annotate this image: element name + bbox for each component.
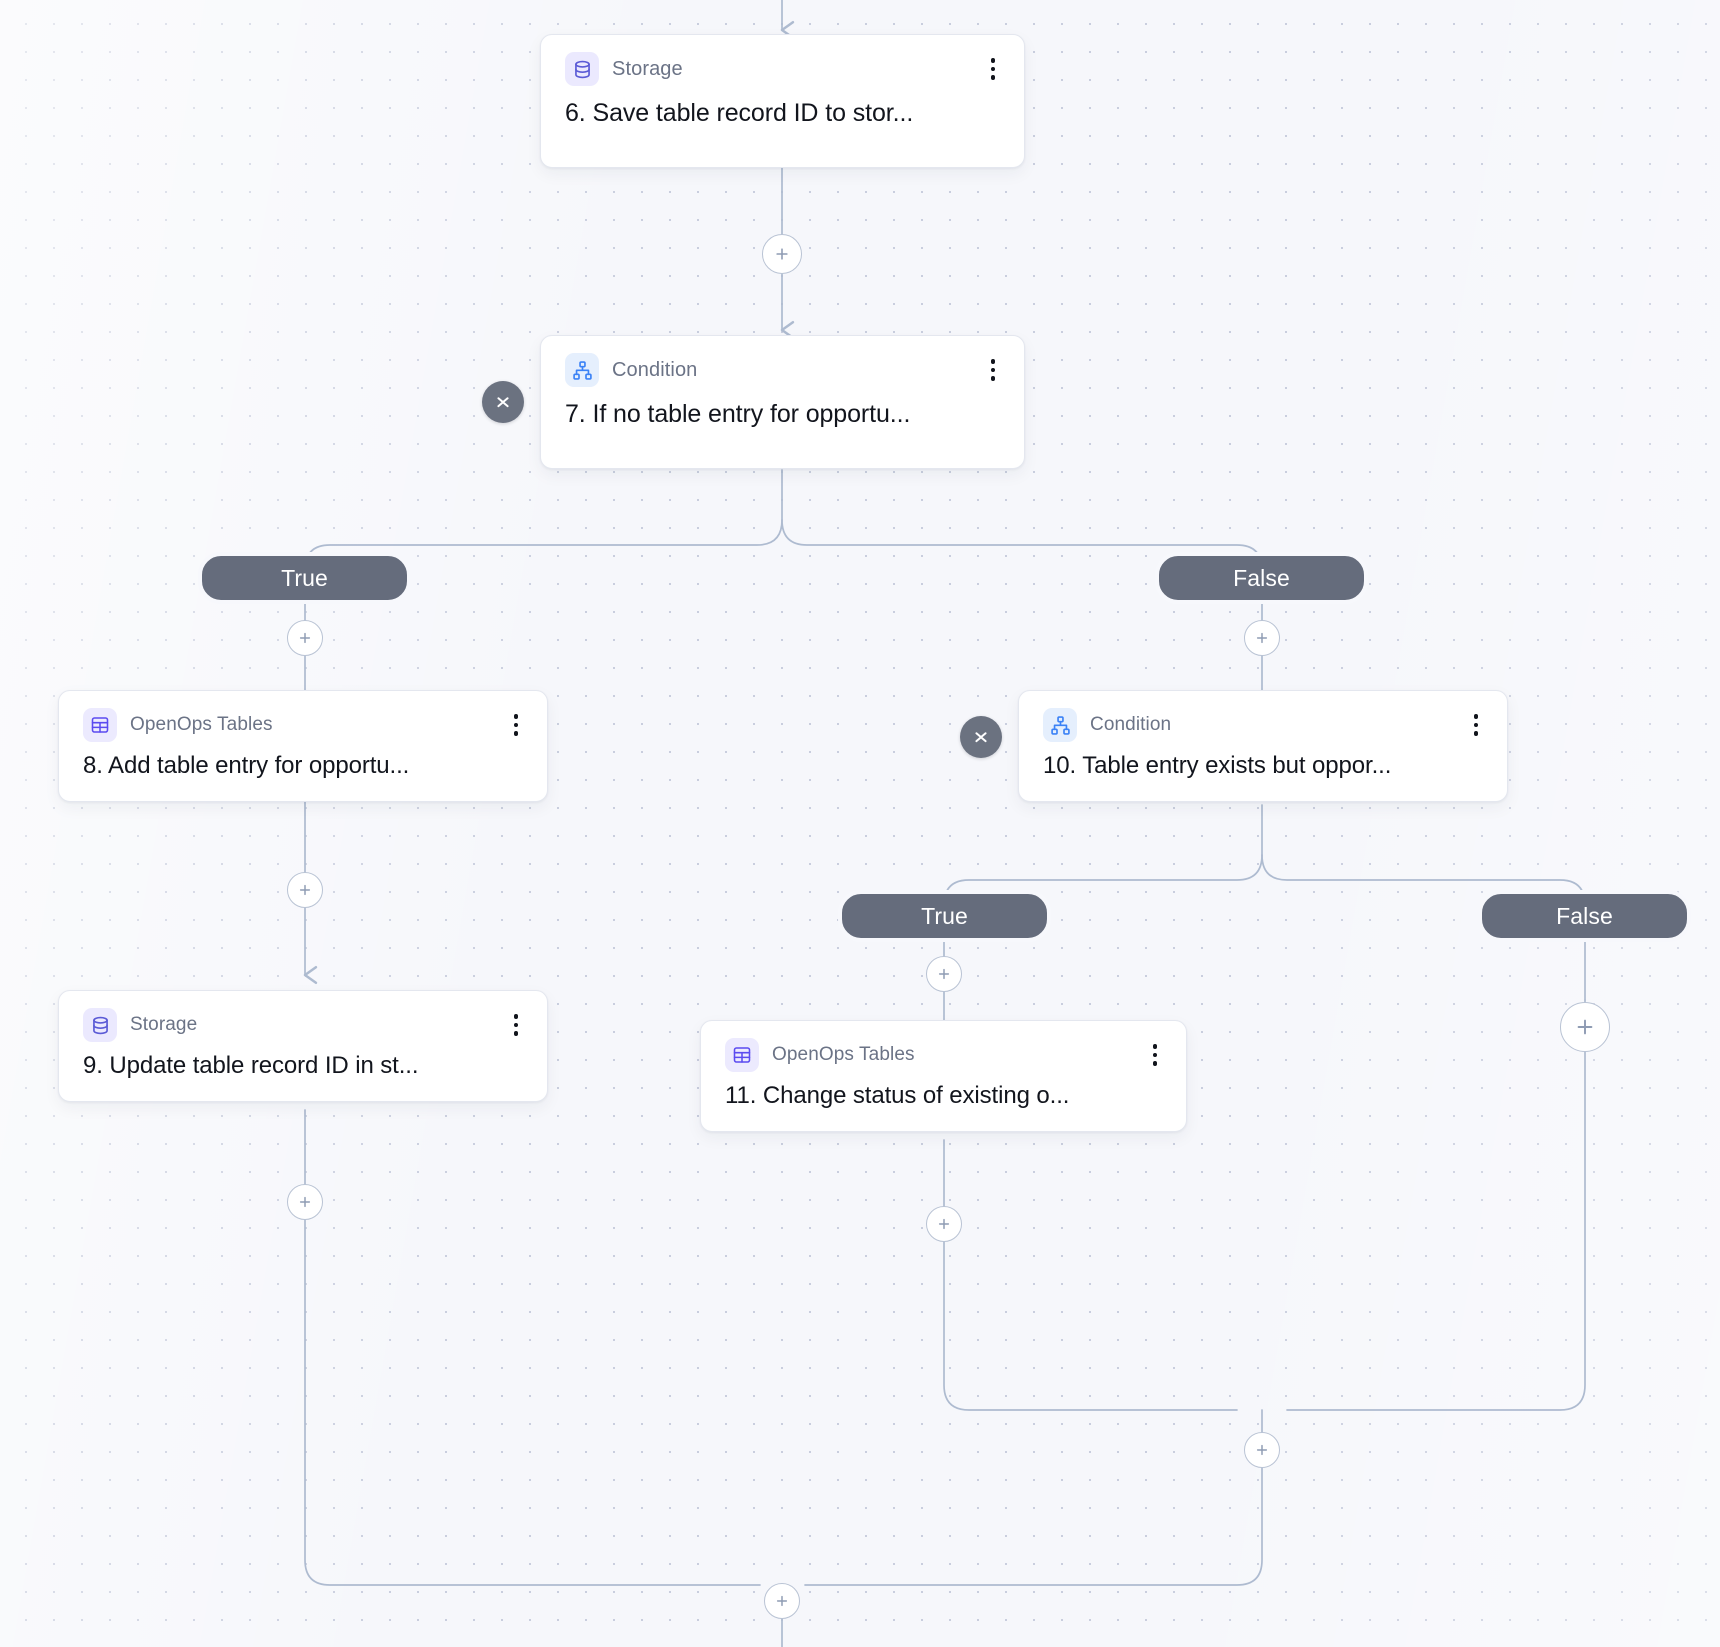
database-icon xyxy=(83,1008,117,1042)
add-step-button-after-11[interactable] xyxy=(926,1206,962,1242)
more-options-icon-step8[interactable] xyxy=(505,712,527,738)
more-options-icon-step11[interactable] xyxy=(1144,1042,1166,1068)
node-header-step11: OpenOps Tables xyxy=(725,1038,1166,1072)
plus-icon xyxy=(938,968,950,980)
plus-icon xyxy=(299,632,311,644)
node-header-step6: Storage xyxy=(565,52,1004,86)
plus-icon xyxy=(1577,1019,1593,1035)
branch-hierarchy-icon xyxy=(565,353,599,387)
workflow-node-step11[interactable]: OpenOps Tables 11. Change status of exis… xyxy=(700,1020,1187,1132)
collapse-chevrons-icon xyxy=(497,397,509,408)
node-header-step9: Storage xyxy=(83,1008,527,1042)
piece-name-step11: OpenOps Tables xyxy=(772,1044,915,1065)
node-title-step11: 11. Change status of existing o... xyxy=(725,1082,1070,1109)
branch-label-text: False xyxy=(1556,902,1613,929)
add-step-button-branch-10-false[interactable] xyxy=(1560,1002,1610,1052)
workflow-node-step7[interactable]: Condition 7. If no table entry for oppor… xyxy=(540,335,1025,469)
add-step-button-branch-7-false[interactable] xyxy=(1244,620,1280,656)
plus-icon xyxy=(1256,632,1268,644)
database-icon xyxy=(565,52,599,86)
branch-label-text: True xyxy=(921,902,968,929)
branch-label-step7-false[interactable]: False xyxy=(1155,552,1368,604)
node-title-step7: 7. If no table entry for opportu... xyxy=(565,400,911,428)
node-header-step7: Condition xyxy=(565,353,1004,387)
more-options-icon-step10[interactable] xyxy=(1465,712,1487,738)
piece-name-step10: Condition xyxy=(1090,714,1172,735)
table-grid-icon xyxy=(83,708,117,742)
branch-hierarchy-icon xyxy=(1043,708,1077,742)
more-options-icon-step7[interactable] xyxy=(982,357,1004,383)
piece-name-step9: Storage xyxy=(130,1014,198,1035)
branch-label-step7-true[interactable]: True xyxy=(198,552,411,604)
piece-name-step7: Condition xyxy=(612,358,698,381)
plus-icon xyxy=(1256,1444,1268,1456)
piece-name-step6: Storage xyxy=(612,57,683,80)
node-title-step8: 8. Add table entry for opportu... xyxy=(83,752,410,779)
add-step-button-after-6[interactable] xyxy=(762,234,802,274)
branch-label-step10-false[interactable]: False xyxy=(1478,890,1691,942)
add-step-button-branch-7-true[interactable] xyxy=(287,620,323,656)
piece-name-step8: OpenOps Tables xyxy=(130,714,273,735)
plus-icon xyxy=(776,248,788,260)
plus-icon xyxy=(776,1595,788,1607)
collapse-toggle-step7[interactable] xyxy=(482,381,524,423)
add-step-button-branch-10-true[interactable] xyxy=(926,956,962,992)
plus-icon xyxy=(938,1218,950,1230)
plus-icon xyxy=(299,884,311,896)
add-step-button-after-9[interactable] xyxy=(287,1184,323,1220)
collapse-toggle-step10[interactable] xyxy=(960,716,1002,758)
workflow-node-step9[interactable]: Storage 9. Update table record ID in st.… xyxy=(58,990,548,1102)
node-title-step6: 6. Save table record ID to stor... xyxy=(565,99,914,127)
table-grid-icon xyxy=(725,1038,759,1072)
branch-label-step10-true[interactable]: True xyxy=(838,890,1051,942)
node-header-step10: Condition xyxy=(1043,708,1487,742)
node-header-step8: OpenOps Tables xyxy=(83,708,527,742)
plus-icon xyxy=(299,1196,311,1208)
workflow-node-step10[interactable]: Condition 10. Table entry exists but opp… xyxy=(1018,690,1508,802)
node-title-step9: 9. Update table record ID in st... xyxy=(83,1052,419,1079)
add-step-button-after-8[interactable] xyxy=(287,872,323,908)
branch-label-text: False xyxy=(1233,564,1290,591)
workflow-node-step8[interactable]: OpenOps Tables 8. Add table entry for op… xyxy=(58,690,548,802)
workflow-node-step6[interactable]: Storage 6. Save table record ID to stor.… xyxy=(540,34,1025,168)
more-options-icon-step9[interactable] xyxy=(505,1012,527,1038)
branch-label-text: True xyxy=(281,564,328,591)
collapse-chevrons-icon xyxy=(975,732,987,743)
add-step-button-merge-7[interactable] xyxy=(764,1583,800,1619)
node-title-step10: 10. Table entry exists but oppor... xyxy=(1043,752,1392,779)
more-options-icon-step6[interactable] xyxy=(982,56,1004,82)
add-step-button-merge-10[interactable] xyxy=(1244,1432,1280,1468)
